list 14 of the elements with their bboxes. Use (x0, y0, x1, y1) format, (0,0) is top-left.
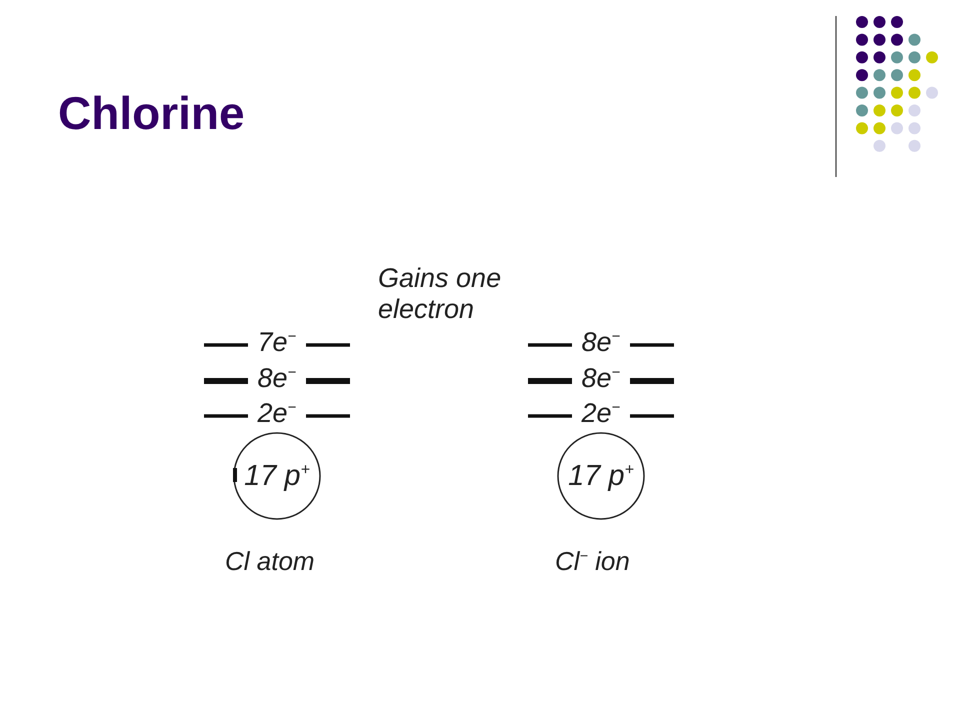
annotation-text: Gains one electron (378, 263, 502, 325)
shell-electron-count: 7e$^{−}$ (258, 329, 296, 356)
shell-electron-count: 8e$^{−}$ (582, 329, 620, 356)
nucleus-label: 17 p$^{+}$ (244, 460, 310, 492)
nucleus-label: 17 p$^{+}$ (568, 460, 634, 492)
nucleus-circle (233, 432, 321, 520)
shell-electron-count: 2e$^{−}$ (258, 400, 296, 427)
atom-caption: Cl atom (225, 546, 315, 577)
slide-title: Chlorine (58, 86, 245, 140)
shell-electron-count: 8e$^{−}$ (258, 365, 296, 392)
shell-electron-count: 8e$^{−}$ (582, 365, 620, 392)
nucleus-circle (557, 432, 645, 520)
atom-caption: Cl$^{−}$ ion (555, 546, 630, 577)
shell-electron-count: 2e$^{−}$ (582, 400, 620, 427)
